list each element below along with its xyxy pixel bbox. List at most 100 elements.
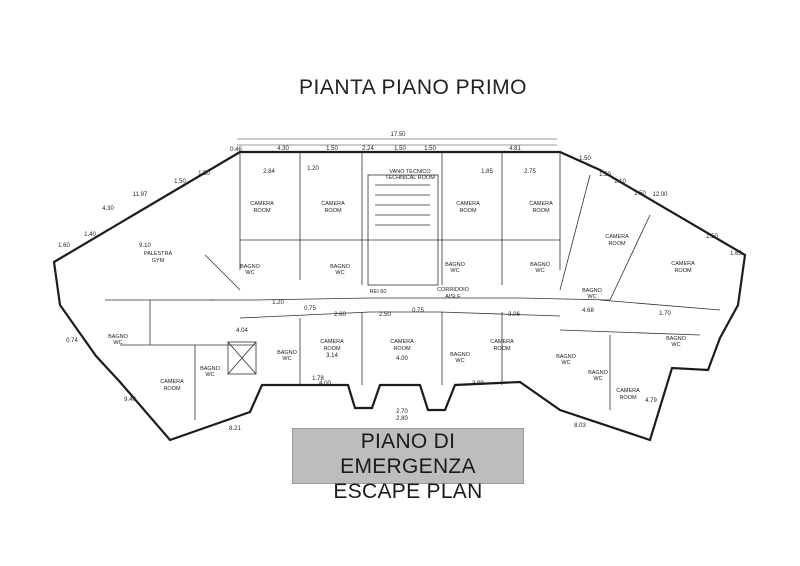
dimension-label: 4.81: [509, 146, 521, 152]
room-label: CAMERA: [490, 339, 514, 345]
partition: [599, 299, 721, 311]
dimension-label: 2.50: [379, 312, 391, 318]
dimension-label: 1.78: [312, 376, 324, 382]
dimension-label: 0.46: [230, 147, 242, 153]
room-label: WC: [335, 270, 344, 276]
dimension-label: 4.79: [645, 398, 657, 404]
room-label: TECHNICAL ROOM: [385, 175, 435, 181]
dimension-label: 1.50: [634, 191, 646, 197]
room-label: CAMERA: [390, 339, 414, 345]
dimension-label: 1.50: [174, 179, 186, 185]
room-label: BAGNO: [556, 354, 577, 360]
dimension-label: 4.30: [102, 206, 114, 212]
room-label: ROOM: [393, 346, 411, 352]
elevator-cross: [227, 341, 257, 375]
room-label: BAGNO: [108, 334, 129, 340]
dimension-label: 4.00: [319, 381, 331, 387]
room-label: WC: [455, 358, 464, 364]
dimension-label: 1.50: [599, 172, 611, 178]
dimension-label: 8.03: [574, 423, 586, 429]
room-label: BAGNO: [200, 366, 221, 372]
dimension-label: 3.06: [508, 312, 520, 318]
room-label: WC: [450, 268, 459, 274]
dimension-label: 1.20: [272, 300, 284, 306]
dimension-label: 1.50: [706, 234, 718, 240]
dimension-label: 2.70: [396, 409, 408, 415]
plan-title: PIANTA PIANO PRIMO: [299, 76, 527, 99]
dimension-label: 0.74: [66, 338, 78, 344]
escape-plan-line1: PIANO DI EMERGENZA: [340, 430, 476, 478]
room-label: WC: [245, 270, 254, 276]
dimension-label: 3.99: [472, 381, 484, 387]
dimension-label: 3.14: [326, 353, 338, 359]
room-label: PALESTRA: [144, 251, 173, 257]
dimension-label: 2.84: [263, 169, 275, 175]
dimension-label: 0.75: [412, 308, 424, 314]
room-label: CAMERA: [320, 339, 344, 345]
room-label: CAMERA: [321, 201, 345, 207]
room-label: ROOM: [459, 208, 477, 214]
room-label: BAGNO: [582, 288, 603, 294]
room-label: BAGNO: [240, 264, 261, 270]
corridor-lower-wall: [239, 311, 561, 319]
stair-core: [367, 174, 439, 286]
room-label: WC: [205, 372, 214, 378]
dimension-label: 4.04: [236, 328, 248, 334]
room-label: CORRIDOIO: [437, 287, 470, 293]
dimension-label: 4.30: [277, 146, 289, 152]
room-label: ROOM: [532, 208, 550, 214]
room-label: WC: [535, 268, 544, 274]
partition: [204, 254, 241, 291]
room-label: ROOM: [323, 346, 341, 352]
dimension-label: 9.40: [124, 397, 136, 403]
dimension-label: 2.75: [524, 169, 536, 175]
room-label: WC: [282, 356, 291, 362]
room-label: BAGNO: [450, 352, 471, 358]
room-label: ROOM: [608, 241, 626, 247]
dimension-label: 1.50: [198, 171, 210, 177]
dimension-label: 1.10: [614, 179, 626, 185]
room-label: WC: [561, 360, 570, 366]
room-label: CAMERA: [616, 388, 640, 394]
room-label: CAMERA: [250, 201, 274, 207]
elevator: [227, 341, 257, 375]
building-outline: [52, 150, 747, 442]
partition: [559, 329, 701, 336]
escape-plan-line2: ESCAPE PLAN: [333, 480, 483, 503]
room-label: WC: [593, 376, 602, 382]
dimension-label: 9.10: [139, 243, 151, 249]
dimension-label: 1.85: [481, 169, 493, 175]
dimension-label: 17.50: [390, 132, 406, 138]
room-label: CAMERA: [160, 379, 184, 385]
room-label: AISLE: [445, 294, 461, 300]
room-label: WC: [671, 342, 680, 348]
room-label: WC: [587, 294, 596, 300]
room-label: BAGNO: [588, 370, 609, 376]
room-label: BAGNO: [277, 350, 298, 356]
dimension-label: 1.60: [58, 243, 70, 249]
dimension-label: 12.00: [652, 192, 668, 198]
room-label: ROOM: [493, 346, 511, 352]
room-label: ROOM: [619, 395, 637, 401]
dimension-label: 1.50: [579, 156, 591, 162]
dimension-label: 8.21: [229, 426, 241, 432]
dimension-label: 1.20: [307, 166, 319, 172]
room-label: ROOM: [324, 208, 342, 214]
room-label: ROOM: [163, 386, 181, 392]
corridor-upper-wall: [210, 297, 611, 301]
escape-plan-banner: PIANO DI EMERGENZA ESCAPE PLAN: [292, 428, 524, 503]
dimension-label: 11.97: [133, 192, 148, 198]
room-label: BAGNO: [330, 264, 351, 270]
room-label: VANO TECNICO: [389, 169, 431, 175]
dimension-label: 2.80: [396, 416, 408, 422]
dimension-label: 2.24: [362, 146, 374, 152]
room-label: CAMERA: [529, 201, 553, 207]
dimension-label: 0.75: [304, 306, 316, 312]
room-label: BAGNO: [530, 262, 551, 268]
room-label: BAGNO: [445, 262, 466, 268]
room-label: CAMERA: [671, 261, 695, 267]
dimension-label: 1.50: [326, 146, 338, 152]
room-label: GYM: [152, 258, 165, 264]
room-label: CAMERA: [456, 201, 480, 207]
